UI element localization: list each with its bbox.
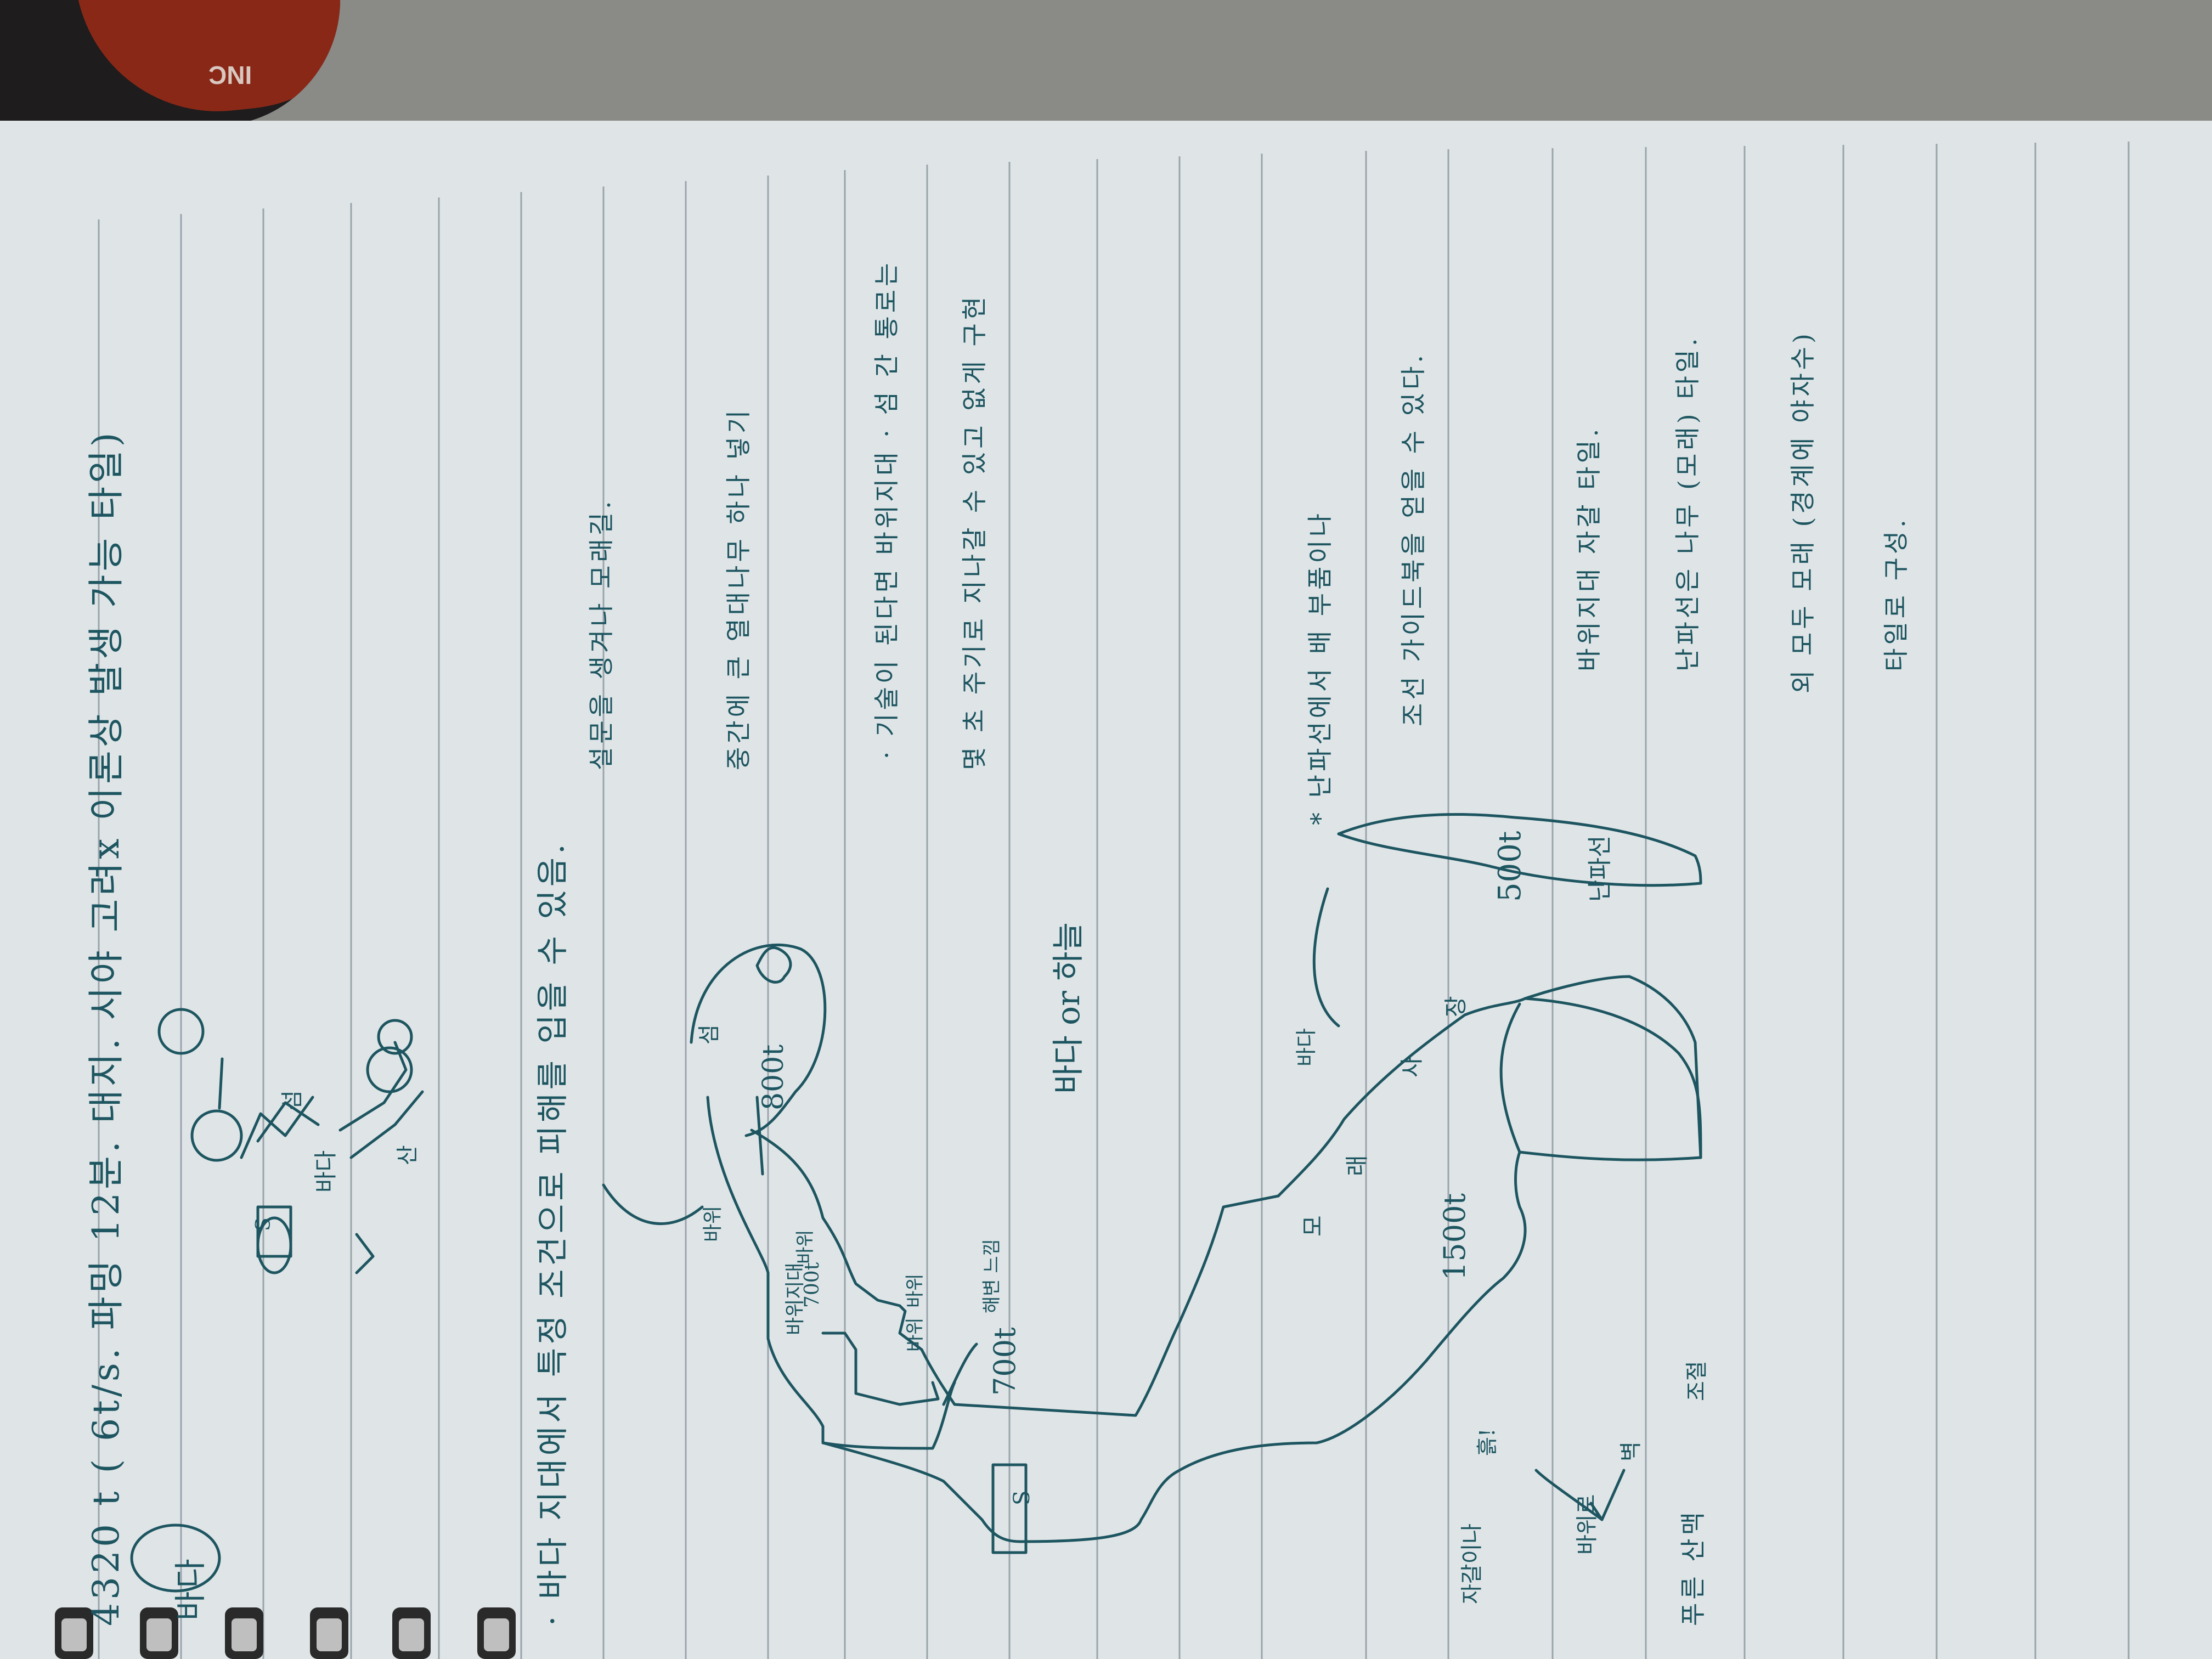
beach-letter-4: 장 (1442, 996, 1469, 1017)
section-label: 바다 (172, 1555, 209, 1621)
rock-label-2: 바위 (794, 1229, 816, 1264)
rock-zone-value: 700t (801, 1262, 823, 1308)
gravel-note: 자갈이나 (1459, 1523, 1485, 1604)
page-heading: 4320 t ( 6t/s. 파밍 12분. 대지. 시야 고려x 이론상 발생… (85, 429, 127, 1626)
beach-letter-3: 사 (1398, 1056, 1425, 1077)
rock-wall-note-1: 바위로 (1575, 1494, 1600, 1555)
page-text-layer: 4320 t ( 6t/s. 파밍 12분. 대지. 시야 고려x 이론상 발생… (0, 121, 2212, 1659)
main-zone-value: 700t (988, 1327, 1022, 1396)
bottom-note: 푸른 산맥 (1678, 1509, 1708, 1626)
level-map-outline (690, 812, 1702, 1554)
beach-letter-2: 래 (1344, 1155, 1370, 1176)
soil-note: 흙! (1475, 1428, 1499, 1456)
note-line-5: 몇 초 주기로 지나갈 수 있고 없게 구현 (960, 293, 989, 770)
note-line-7: 조선 가이드북을 얻을 수 있다. (1398, 352, 1428, 726)
rock-label-3: 바위 (904, 1273, 926, 1308)
sea-or-sky-note: 바다 or 하늘 (1049, 922, 1087, 1094)
small-map-island: 섬 (280, 1090, 305, 1110)
note-line-9: 난파선은 나무 (모래) 타일. (1673, 335, 1702, 672)
wreck-value: 500t (1492, 831, 1528, 902)
small-map-start: S (252, 1217, 275, 1231)
desk-mousepad: INC (0, 0, 340, 126)
wreck-name: 난파선 (1586, 835, 1614, 902)
island-zone-value: 800t (757, 1044, 790, 1110)
rock-wall-note-2: 벽 (1618, 1441, 1644, 1462)
rock-wall-note-3: 조절 (1684, 1361, 1709, 1401)
note-line-1: · 바다 지대에서 특정 조건으로 피해를 입을 수 있음. (534, 840, 571, 1626)
island-zone-name: 섬 (697, 1024, 722, 1045)
map-start: S (1009, 1490, 1035, 1505)
note-line-4: · 기술이 된다면 바위지대 · 섬 간 통로는 (872, 259, 901, 759)
beach-strip-value: 1500t (1437, 1193, 1472, 1280)
note-line-11: 타일로 구성. (1881, 516, 1911, 672)
rock-label-1: 바위 (702, 1205, 724, 1242)
small-map-sea: 바다 (312, 1150, 339, 1193)
small-map-mountain: 산 (395, 1145, 420, 1165)
beach-sea-label: 바다 (1294, 1028, 1318, 1066)
note-line-10: 외 모두 모래 (경계에 야자수) (1788, 330, 1818, 693)
note-line-2: 설문을 생겨나 모래길. (586, 498, 616, 770)
note-line-3: 중간에 큰 열대나무 하나 넣기 (724, 407, 753, 770)
rock-label-4: 바위 (904, 1317, 926, 1352)
note-line-8: 바위지대 자갈 타일. (1574, 425, 1604, 672)
beach-letter-1: 모 (1300, 1215, 1327, 1237)
section-circle (130, 1523, 221, 1593)
beach-feel-label: 해변 느낌 (981, 1239, 1003, 1313)
note-line-6: * 난파선에서 배 부품이나 (1305, 510, 1335, 825)
